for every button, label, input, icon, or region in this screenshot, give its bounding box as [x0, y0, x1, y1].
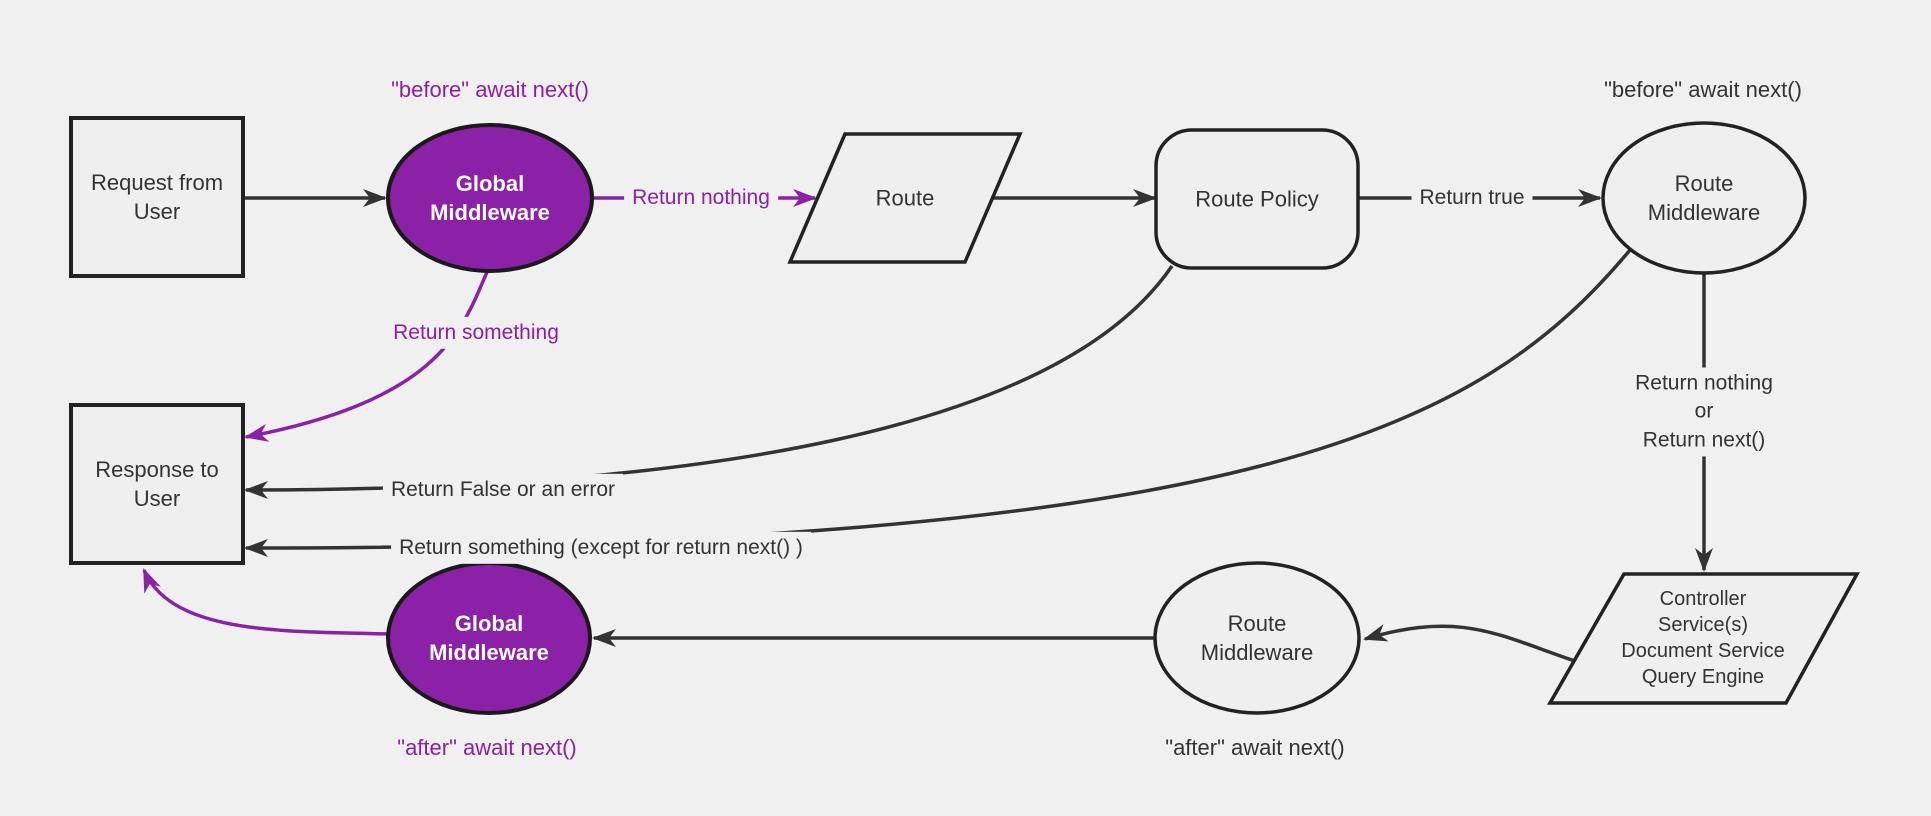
route-middleware-bottom-node-shape — [1153, 561, 1361, 715]
edge-route-policy-return-false-to-response — [244, 265, 1174, 499]
route-node-shape — [787, 132, 1023, 264]
edge-global-middleware-bottom-to-response — [142, 568, 389, 636]
global-middleware-bottom-node-shape — [386, 561, 592, 715]
edge-route-middleware-return-something-to-response — [244, 248, 1632, 557]
route-middleware-top-node-shape — [1601, 121, 1807, 275]
request-node-shape — [69, 116, 245, 278]
response-node-shape — [69, 403, 245, 565]
route-policy-node-shape — [1154, 128, 1360, 270]
global-middleware-top-node-shape — [386, 123, 594, 273]
edge-global-middleware-return-something-to-response — [244, 271, 489, 442]
controller-stack-node-shape — [1546, 572, 1860, 705]
edge-controller-to-route-middleware-bottom — [1363, 624, 1576, 663]
